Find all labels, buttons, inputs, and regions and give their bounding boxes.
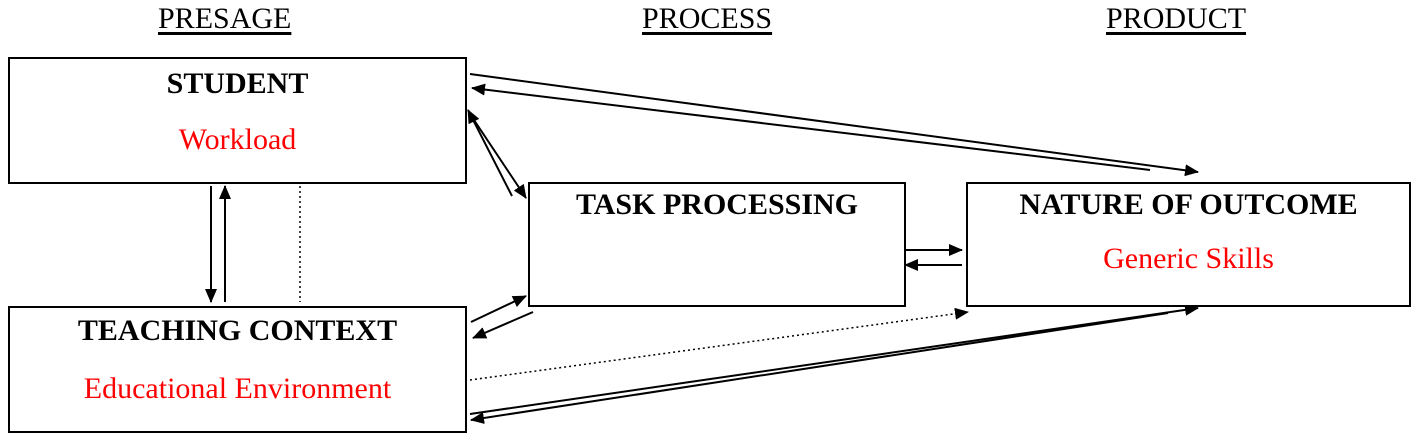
student-box: STUDENT Workload xyxy=(8,57,467,184)
teaching-context-title: TEACHING CONTEXT xyxy=(77,314,398,347)
task-processing-title: TASK PROCESSING xyxy=(575,188,858,221)
nature-of-outcome-subtitle: Generic Skills xyxy=(1103,242,1274,275)
arrow-student-to-task xyxy=(473,119,527,199)
arrow-teaching-to-outcome xyxy=(469,303,1199,415)
header-product: PRODUCT xyxy=(1106,2,1247,35)
arrow-task-to-teaching xyxy=(472,311,534,339)
student-title: STUDENT xyxy=(166,67,309,100)
task-processing-box: TASK PROCESSING xyxy=(528,182,906,307)
arrow-teaching-to-task xyxy=(470,295,527,323)
header-process: PROCESS xyxy=(642,2,773,35)
student-subtitle: Workload xyxy=(178,123,297,156)
nature-of-outcome-title: NATURE OF OUTCOME xyxy=(1019,188,1358,221)
teaching-context-subtitle: Educational Environment xyxy=(83,372,392,405)
arrow-task-to-student xyxy=(467,109,513,197)
nature-of-outcome-box: NATURE OF OUTCOME Generic Skills xyxy=(966,182,1411,307)
header-presage: PRESAGE xyxy=(158,2,292,35)
arrow-outcome-to-teaching xyxy=(470,312,1169,424)
dotted-arrow-teaching-to-outcome xyxy=(469,307,969,381)
teaching-context-box: TEACHING CONTEXT Educational Environment xyxy=(8,306,467,433)
arrow-outcome-to-student xyxy=(471,83,1151,171)
arrow-student-to-outcome xyxy=(469,73,1199,177)
